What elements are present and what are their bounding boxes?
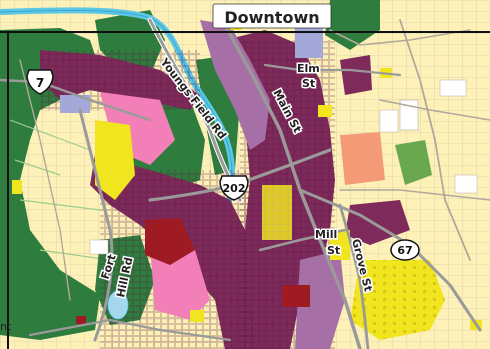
label-elm: Elm bbox=[297, 62, 320, 75]
road-west-loop bbox=[19, 59, 71, 301]
commercial-lot-2 bbox=[318, 105, 332, 117]
road-fort-hill bbox=[78, 108, 114, 342]
road-east-mid bbox=[339, 189, 490, 201]
shield-us-202-number: 202 bbox=[223, 182, 246, 195]
road-east-cross bbox=[379, 99, 490, 121]
edge-label-fragment: nt bbox=[0, 320, 12, 333]
civic-red-south bbox=[145, 218, 195, 265]
road-grove bbox=[338, 203, 370, 349]
label-elm-st: St bbox=[302, 77, 315, 90]
institutional-east bbox=[295, 250, 345, 349]
park-northeast bbox=[325, 0, 380, 50]
white-lot-4 bbox=[89, 239, 109, 255]
road-northeast bbox=[329, 29, 471, 46]
map-title: Downtown bbox=[224, 8, 319, 27]
commercial-fort-hill bbox=[95, 120, 135, 200]
road-elm bbox=[263, 63, 402, 77]
road-mill bbox=[258, 228, 347, 252]
park-west-lines bbox=[9, 119, 111, 261]
white-lot-2 bbox=[454, 174, 478, 194]
office-east bbox=[340, 132, 385, 185]
shield-route-67: 67 bbox=[390, 239, 420, 261]
commercial-southeast bbox=[350, 260, 445, 340]
title-panel bbox=[212, 3, 332, 29]
shield-route-67-shape bbox=[390, 239, 420, 261]
institutional-corridor bbox=[200, 20, 270, 150]
shield-us-7: 7 bbox=[26, 69, 54, 95]
commercial-lot-5 bbox=[190, 310, 204, 322]
label-mill: Mill bbox=[315, 228, 337, 241]
shield-us-202: 202 bbox=[219, 175, 249, 201]
mixed-use-east-block bbox=[340, 55, 372, 95]
map-frame bbox=[0, 31, 490, 349]
shield-us-7-shape bbox=[26, 69, 54, 95]
park-west bbox=[0, 28, 100, 340]
road-south-edge bbox=[28, 318, 232, 342]
civic-red-block bbox=[282, 285, 310, 307]
shield-us-7-number: 7 bbox=[36, 76, 44, 90]
shield-us-202-shape bbox=[219, 175, 249, 201]
commercial-lot-4 bbox=[12, 180, 22, 194]
white-lot-3 bbox=[439, 79, 467, 97]
open-space-east bbox=[395, 140, 432, 185]
commercial-strip-1-grid bbox=[262, 185, 292, 240]
shield-route-67-number: 67 bbox=[397, 244, 412, 257]
white-lot-1 bbox=[379, 109, 399, 133]
road-east-north bbox=[399, 19, 471, 261]
industrial-pink-south bbox=[150, 245, 210, 320]
pond bbox=[107, 290, 129, 320]
civic-red-small bbox=[76, 316, 86, 324]
utility-west bbox=[60, 95, 90, 113]
label-mill-st: St bbox=[327, 244, 340, 257]
road-route-7 bbox=[0, 78, 152, 122]
commercial-strip-2 bbox=[330, 230, 350, 260]
